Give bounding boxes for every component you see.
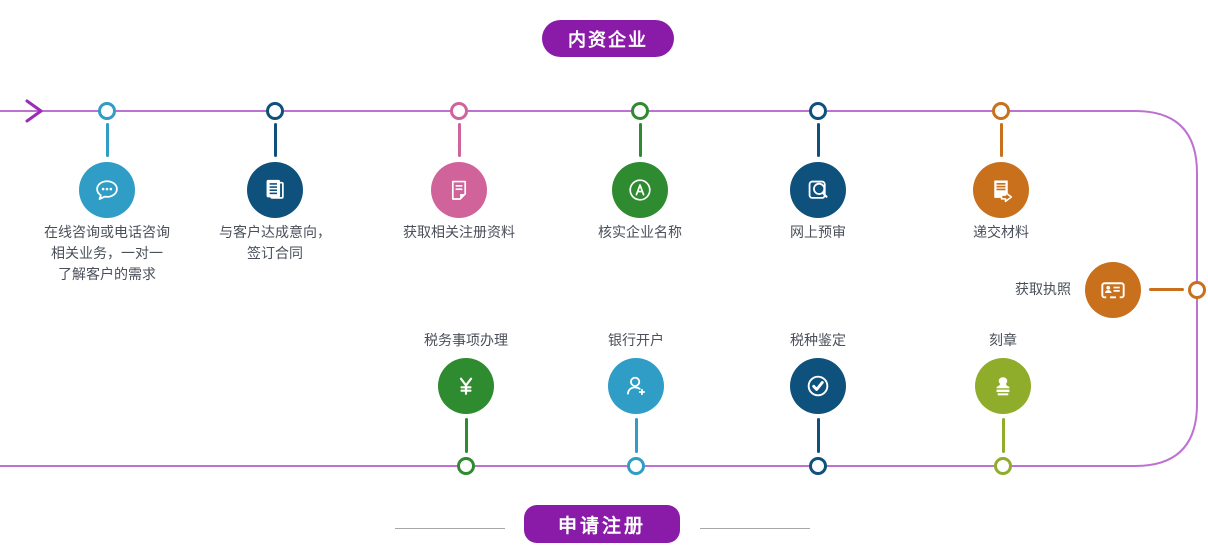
step-connector: [464, 418, 468, 453]
step-label-line: 签订合同: [247, 245, 303, 261]
divider-line-right: [700, 528, 810, 529]
step-label-line: 递交材料: [973, 224, 1029, 240]
step-label: 税务事项办理: [424, 332, 508, 348]
step-icon: [438, 358, 494, 414]
submit-doc-icon: [994, 180, 1013, 203]
flow-node: [457, 457, 475, 475]
step-label: 银行开户: [608, 332, 664, 348]
search-doc-icon: [808, 180, 828, 199]
flow-node: [992, 102, 1010, 120]
step-label: 税种鉴定: [790, 332, 846, 348]
step-label-line: 相关业务，一对一: [51, 245, 163, 261]
stamp-icon: [996, 377, 1010, 396]
step-connector: [816, 418, 820, 453]
flow-node: [266, 102, 284, 120]
step-connector: [638, 123, 642, 157]
documents-icon: [266, 179, 284, 199]
step-connector: [273, 123, 277, 157]
step-label-line: 了解客户的需求: [58, 266, 156, 282]
step-label: 与客户达成意向， 签订合同: [175, 222, 375, 264]
check-circle-icon: [807, 375, 829, 397]
header-pill-label: 内资企业: [568, 29, 648, 50]
step-label: 获取相关注册资料: [359, 222, 559, 243]
flow-node: [1188, 281, 1206, 299]
step-connector: [105, 123, 109, 157]
person-add-icon: [627, 376, 646, 396]
flow-node: [98, 102, 116, 120]
divider-line-left: [395, 528, 505, 529]
step-label-line: 网上预审: [790, 224, 846, 240]
step-label: 递交材料: [901, 222, 1101, 243]
step-icon: [608, 358, 664, 414]
step-label: 刻章: [989, 332, 1017, 348]
flow-node: [809, 102, 827, 120]
step-connector: [457, 123, 461, 157]
step-icon: [431, 162, 487, 218]
flow-node: [627, 457, 645, 475]
step-label-line: 在线咨询或电话咨询: [44, 224, 170, 240]
letter-a-icon: [629, 179, 651, 201]
arrow-right-icon: [25, 99, 43, 123]
flow-node: [994, 457, 1012, 475]
step-icon: [973, 162, 1029, 218]
step-label: 在线咨询或电话咨询相关业务，一对一了解客户的需求: [7, 222, 207, 285]
id-card-icon: [1101, 282, 1125, 299]
edit-note-icon: [451, 180, 467, 200]
header-pill: 内资企业: [542, 20, 674, 57]
step-label-line: 核实企业名称: [598, 224, 682, 240]
flow-node: [809, 457, 827, 475]
step-connector: [1149, 288, 1184, 291]
step-label: 获取执照: [1015, 281, 1071, 297]
footer-pill: 申请注册: [524, 505, 680, 543]
step-icon: [1085, 262, 1141, 318]
step-icon: [790, 162, 846, 218]
step-connector: [634, 418, 638, 453]
step-icon: [612, 162, 668, 218]
step-connector: [816, 123, 820, 157]
step-icon: [790, 358, 846, 414]
footer-pill-label: 申请注册: [557, 515, 646, 537]
step-icon: [247, 162, 303, 218]
step-icon: [975, 358, 1031, 414]
step-label: 核实企业名称: [540, 222, 740, 243]
step-connector: [999, 123, 1003, 157]
step-label: 网上预审: [718, 222, 918, 243]
flow-node: [450, 102, 468, 120]
step-label-line: 与客户达成意向，: [219, 224, 331, 240]
chat-icon: [96, 180, 118, 200]
step-connector: [1001, 418, 1005, 453]
step-label-line: 获取相关注册资料: [403, 224, 515, 240]
flow-node: [631, 102, 649, 120]
step-icon: [79, 162, 135, 218]
yen-icon: [459, 377, 473, 395]
